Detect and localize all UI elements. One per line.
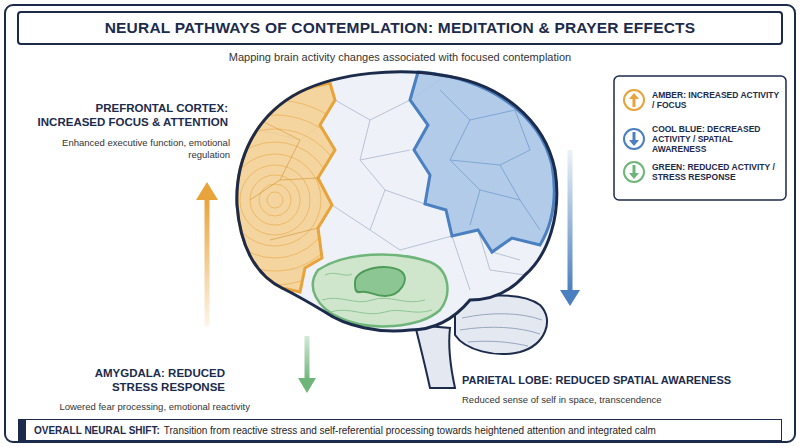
facet-lines xyxy=(440,90,540,230)
cerebellum xyxy=(455,296,547,354)
brainstem xyxy=(415,325,455,388)
band-body: Transition from reactive stress and self… xyxy=(164,425,656,436)
legend-icon xyxy=(622,127,646,151)
legend-arrow xyxy=(629,93,639,107)
legend-entry: GREEN: REDUCED ACTIVITY / STRESS RESPONS… xyxy=(622,160,782,184)
legend-text: AMBER: INCREASED ACTIVITY / FOCUS xyxy=(652,90,782,110)
region-description: Lowered fear processing, emotional react… xyxy=(35,401,250,413)
legend-swatch xyxy=(624,129,644,149)
legend-swatch xyxy=(624,90,644,110)
decrease-arrow-shaft xyxy=(568,150,573,292)
parietal-region xyxy=(410,72,554,252)
ripple xyxy=(267,192,283,208)
title-frame xyxy=(18,12,782,44)
increase-arrow-shaft xyxy=(205,198,210,326)
region-heading: PARIETAL LOBE: REDUCED SPATIAL AWARENESS xyxy=(462,374,782,388)
decrease-arrow-shaft xyxy=(305,336,310,380)
decrease-arrow-head xyxy=(298,378,316,393)
increase-arrow-head xyxy=(196,182,218,200)
region-description: Enhanced executive function, emotional r… xyxy=(25,137,230,161)
region-heading: PREFRONTAL CORTEX: INCREASED FOCUS & ATT… xyxy=(28,101,228,130)
ripple xyxy=(259,184,291,216)
region-heading: AMYGDALA: REDUCED STRESS RESPONSE xyxy=(60,366,225,395)
facet-lines xyxy=(250,120,318,240)
legend-text: COOL BLUE: DECREASED ACTIVITY / SPATIAL … xyxy=(652,124,782,155)
cerebrum-fill xyxy=(237,72,557,331)
cerebellum-folds xyxy=(460,314,542,346)
diagram-title: NEURAL PATHWAYS OF CONTEMPLATION: MEDITA… xyxy=(18,19,782,37)
summary-band: OVERALL NEURAL SHIFT: Transition from rea… xyxy=(18,419,782,441)
subtitle: Mapping brain activity changes associate… xyxy=(150,51,650,65)
region-description: Reduced sense of self in space, transcen… xyxy=(462,394,782,406)
legend-entry: COOL BLUE: DECREASED ACTIVITY / SPATIAL … xyxy=(622,124,782,155)
ripple xyxy=(217,142,333,258)
decrease-arrow-head xyxy=(560,290,580,306)
legend-arrow xyxy=(629,132,639,146)
legend-swatch xyxy=(624,162,644,182)
legend-text: GREEN: REDUCED ACTIVITY / STRESS RESPONS… xyxy=(652,162,782,182)
amygdala-shape xyxy=(355,267,405,296)
outer-frame xyxy=(5,5,795,442)
legend-frame xyxy=(614,76,786,200)
legend-icon xyxy=(622,88,646,112)
ripple xyxy=(250,175,300,225)
band-heading: OVERALL NEURAL SHIFT: xyxy=(34,425,160,436)
cerebrum-outline xyxy=(237,72,557,331)
legend-icon xyxy=(622,160,646,184)
legend-entry: AMBER: INCREASED ACTIVITY / FOCUS xyxy=(622,88,782,112)
legend-arrow xyxy=(629,165,639,179)
